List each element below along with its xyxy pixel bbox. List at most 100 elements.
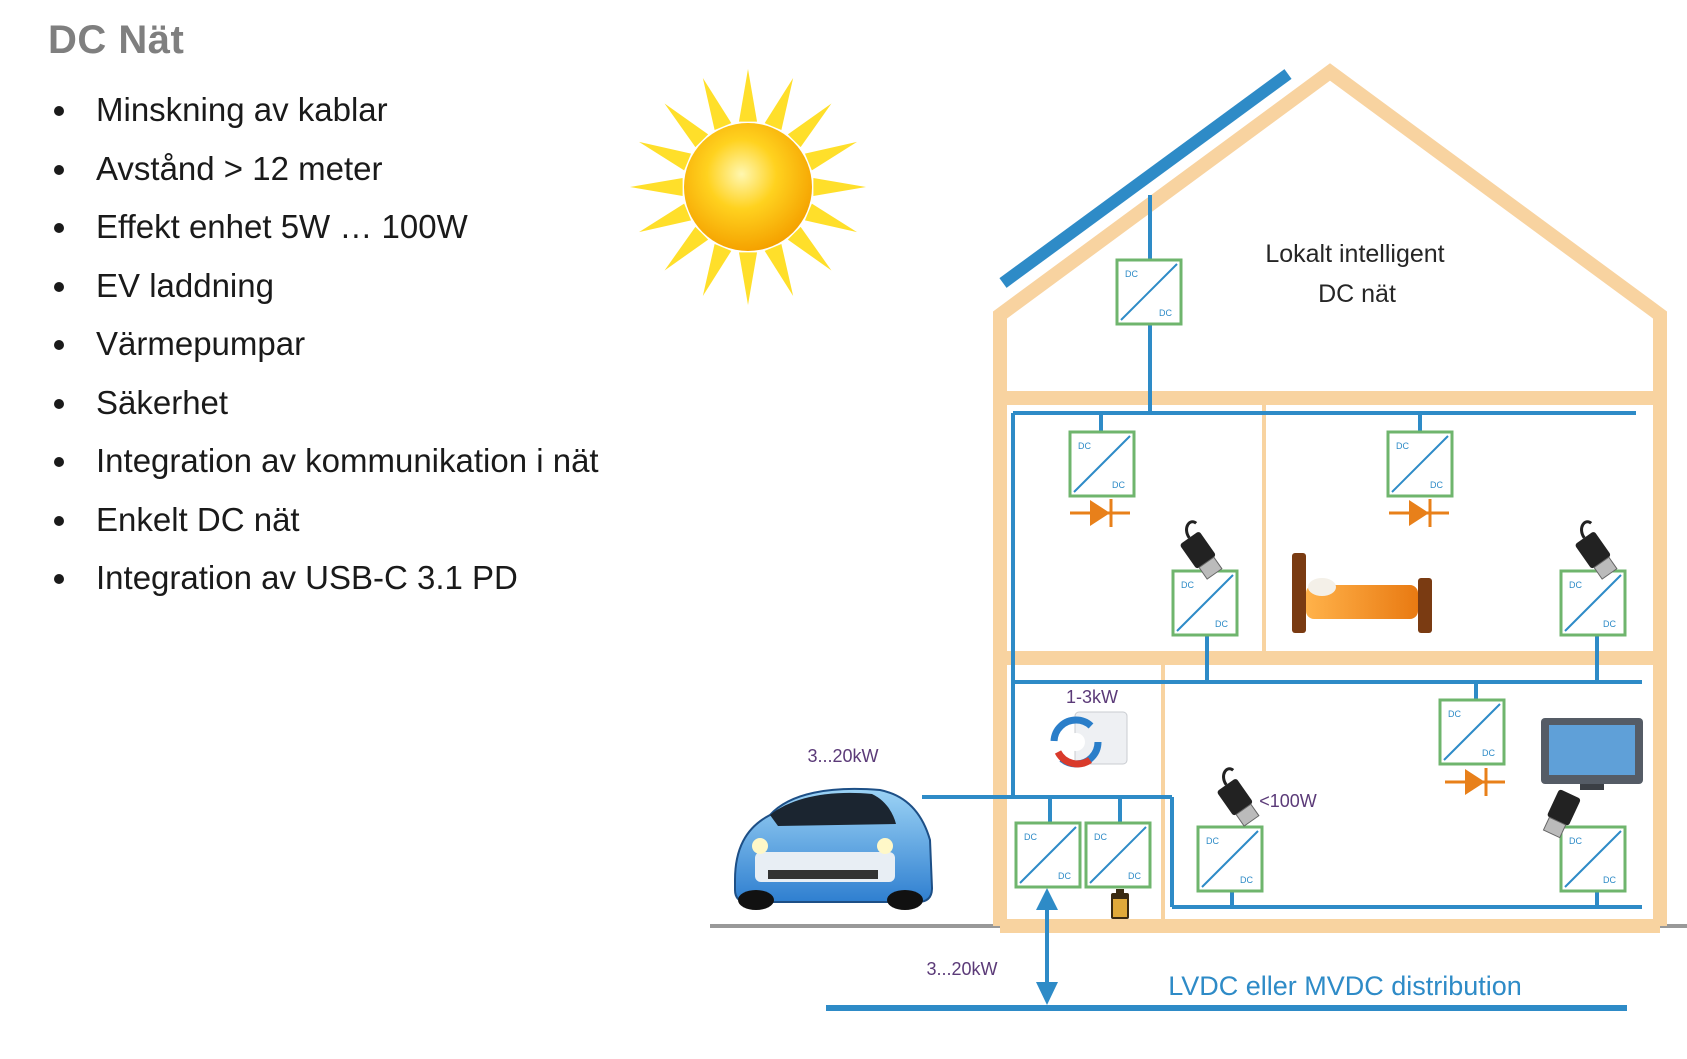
dc-dc-converter: DC DC	[1115, 258, 1183, 326]
bullet-dot	[54, 574, 64, 584]
bullet-item: Integration av USB-C 3.1 PD	[52, 558, 599, 617]
sun-ray	[664, 226, 709, 271]
sun-ray	[764, 77, 794, 131]
bullet-text: Effekt enhet 5W … 100W	[96, 208, 468, 245]
bullet-text: Integration av kommunikation i nät	[96, 442, 599, 479]
dc-dc-converter: DC DC	[1084, 821, 1152, 889]
bullet-item: Integration av kommunikation i nät	[52, 441, 599, 500]
bullet-text: Enkelt DC nät	[96, 500, 300, 538]
dc-dc-converter: DC DC	[1196, 825, 1264, 893]
roof-label-line2: DC nät	[1318, 280, 1396, 308]
bullet-item: Värmepumpar	[52, 324, 599, 383]
diode-icon	[1070, 499, 1130, 527]
sun-ray	[764, 243, 794, 297]
usb-power-label: <100W	[1259, 791, 1317, 811]
sun-ray	[804, 141, 858, 171]
dc-dc-converter: DC DC	[1068, 430, 1136, 498]
roof-label-line1: Lokalt intelligent	[1265, 240, 1444, 268]
usb-plug-icon	[1217, 767, 1260, 827]
bullet-item: Minskning av kablar	[52, 90, 599, 149]
sun-ray	[738, 69, 758, 122]
sun-ray	[638, 203, 692, 233]
dc-dc-converter: DC DC	[1559, 825, 1627, 893]
usb-plug-icon	[1180, 520, 1223, 580]
car-power-label: 3...20kW	[807, 746, 878, 766]
bullet-text: Minskning av kablar	[96, 91, 388, 128]
converter-input-label: DC	[1396, 441, 1409, 451]
converter-input-label: DC	[1206, 836, 1219, 846]
dc-dc-converter: DC DC	[1438, 698, 1506, 766]
bullet-dot	[54, 106, 64, 116]
usb-plug-icon	[1542, 789, 1581, 839]
bullet-item: Avstånd > 12 meter	[52, 149, 599, 208]
bullet-dot	[54, 281, 64, 292]
bullet-dot	[54, 340, 64, 350]
sun-ray	[630, 177, 683, 197]
converter-output-label: DC	[1240, 875, 1253, 885]
bullet-dot	[54, 164, 64, 175]
bed-icon	[1292, 553, 1432, 633]
sun-ray	[813, 177, 866, 197]
bullet-item: Effekt enhet 5W … 100W	[52, 207, 599, 266]
converter-output-label: DC	[1128, 871, 1141, 881]
dc-dc-converter: DC DC	[1559, 569, 1627, 637]
usb-plug-icon	[1575, 520, 1618, 580]
converter-output-label: DC	[1430, 480, 1443, 490]
grid-connection-arrow	[1036, 888, 1058, 1005]
sun-ray	[664, 103, 709, 148]
bullet-dot	[54, 398, 64, 409]
converter-output-label: DC	[1215, 619, 1228, 629]
house-outline	[993, 63, 1667, 933]
converter-output-label: DC	[1603, 619, 1616, 629]
page-title: DC Nät	[48, 18, 185, 62]
diode-icon	[1445, 768, 1505, 796]
sun-ray	[702, 77, 732, 131]
diode-icon	[1389, 499, 1449, 527]
converter-input-label: DC	[1569, 836, 1582, 846]
bullet-text: Värmepumpar	[96, 325, 306, 362]
bullet-dot	[54, 457, 64, 467]
bullet-item: Enkelt DC nät	[52, 500, 599, 559]
sun-ray	[702, 243, 732, 297]
sun-ray	[787, 103, 832, 148]
television-icon	[1541, 718, 1643, 790]
dc-dc-converter: DC DC	[1014, 821, 1082, 889]
converter-input-label: DC	[1448, 709, 1461, 719]
dc-wiring	[826, 195, 1642, 1011]
heat-pump-icon	[1050, 711, 1128, 768]
dc-dc-converter: DC DC	[1171, 569, 1239, 637]
converter-output-label: DC	[1482, 748, 1495, 758]
bullet-item: Säkerhet	[52, 383, 599, 442]
bullet-text: Avstånd > 12 meter	[96, 149, 383, 187]
electric-car-icon	[734, 787, 934, 910]
converter-output-label: DC	[1159, 308, 1172, 318]
converter-input-label: DC	[1094, 832, 1107, 842]
sun-ray	[738, 252, 758, 305]
bullet-dot	[54, 223, 64, 233]
bullet-text: EV laddning	[96, 266, 274, 304]
bullet-dot	[54, 515, 64, 526]
grid-power-label: 3...20kW	[926, 959, 997, 979]
dc-dc-converter: DC DC	[1386, 430, 1454, 498]
converter-output-label: DC	[1603, 875, 1616, 885]
heat-pump-power-label: 1-3kW	[1066, 687, 1118, 707]
bullet-list: Minskning av kablar Avstånd > 12 meter E…	[52, 90, 599, 617]
converter-output-label: DC	[1112, 480, 1125, 490]
sun-ray	[638, 141, 692, 171]
converter-output-label: DC	[1058, 871, 1071, 881]
bullet-text: Integration av USB-C 3.1 PD	[96, 559, 518, 596]
solar-panel	[999, 69, 1292, 288]
converter-input-label: DC	[1125, 269, 1138, 279]
distribution-label: LVDC eller MVDC distribution	[1168, 971, 1522, 1001]
converter-input-label: DC	[1569, 580, 1582, 590]
bullet-item: EV laddning	[52, 266, 599, 325]
converter-input-label: DC	[1024, 832, 1037, 842]
bullet-text: Säkerhet	[96, 383, 229, 421]
sun-icon	[630, 69, 866, 305]
sun-ray	[804, 203, 858, 233]
converter-input-label: DC	[1078, 441, 1091, 451]
sun-ray	[787, 226, 832, 271]
converter-input-label: DC	[1181, 580, 1194, 590]
battery-icon	[1111, 889, 1129, 919]
